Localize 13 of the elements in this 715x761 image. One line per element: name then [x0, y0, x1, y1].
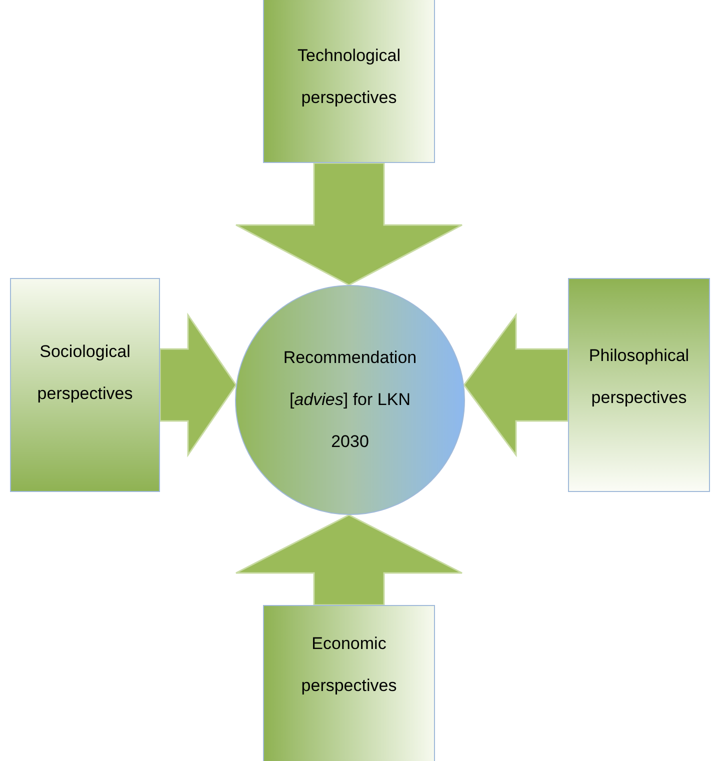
block-arrow [159, 312, 237, 458]
block-arrow [463, 312, 569, 458]
perspective-box [263, 0, 435, 163]
node-label: Technological perspectives [296, 44, 402, 108]
block-arrow [235, 162, 463, 286]
block-arrow [235, 514, 463, 606]
node-label: Economic perspectives [300, 633, 398, 697]
node-label: Recommendation [advies] for LKN 2030 [282, 347, 418, 453]
perspective-box [10, 278, 160, 492]
perspective-box [568, 278, 710, 492]
node-label: Sociological perspectives [36, 341, 134, 405]
node-label: Philosophical perspectives [588, 345, 690, 409]
perspective-box [263, 605, 435, 761]
